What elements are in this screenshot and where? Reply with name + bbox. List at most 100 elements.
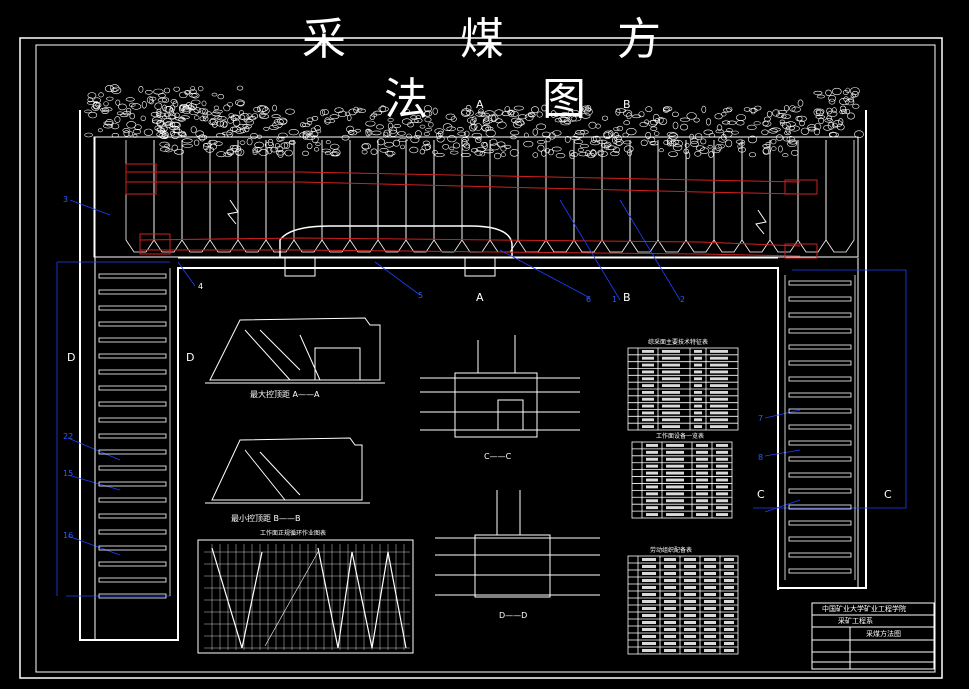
rock-fragment	[622, 109, 633, 117]
rock-fragment	[280, 142, 289, 149]
rock-fragment	[807, 126, 817, 132]
rock-fragment	[684, 142, 690, 148]
rock-fragment	[114, 116, 121, 123]
rock-fragment	[410, 136, 420, 144]
table-cell-text	[724, 649, 734, 652]
rock-fragment	[299, 122, 306, 128]
table-cell-text	[716, 513, 728, 516]
rock-fragment	[580, 112, 591, 119]
rock-fragment	[714, 113, 723, 120]
left-roadway-supports	[94, 268, 171, 599]
hydraulic-support	[405, 140, 435, 253]
rock-fragment	[330, 143, 340, 150]
rock-fragment	[590, 140, 601, 146]
table-cell-text	[666, 478, 684, 482]
rock-fragment	[222, 121, 228, 128]
rock-fragment	[272, 104, 277, 112]
rock-fragment	[715, 144, 722, 151]
section-cc-drawing	[420, 335, 580, 438]
section-mark-d-right: D	[186, 351, 195, 364]
rock-fragment	[258, 105, 269, 112]
table-cell-text	[662, 404, 680, 408]
rock-fragment	[536, 111, 543, 118]
table-cell-text	[646, 457, 658, 461]
rock-fragment	[824, 118, 833, 123]
label-section-dd: D——D	[499, 611, 528, 620]
rock-fragment	[548, 149, 554, 156]
table-cell-text	[684, 586, 696, 589]
leader-number: 5	[418, 291, 424, 300]
rock-fragment	[154, 102, 163, 110]
rock-fragment	[708, 151, 714, 158]
rock-fragment	[346, 125, 354, 133]
table-cell-text	[662, 391, 680, 394]
rock-fragment	[275, 143, 280, 149]
rock-fragment	[762, 120, 769, 127]
rock-fragment	[771, 146, 777, 151]
table-cell-text	[694, 418, 702, 422]
rock-fragment	[721, 120, 731, 125]
table-cell-text	[642, 586, 656, 589]
rock-fragment	[163, 87, 171, 94]
rock-fragment	[787, 140, 798, 148]
rock-fragment	[398, 138, 408, 143]
rock-fragment	[86, 101, 96, 105]
rock-fragment	[216, 120, 225, 127]
table-cell-text	[704, 565, 716, 568]
support-view-max	[205, 317, 385, 384]
rock-fragment	[181, 106, 192, 114]
rock-fragment	[672, 144, 683, 151]
rock-fragment	[668, 140, 677, 147]
table-cell-text	[642, 558, 656, 561]
rock-fragment	[182, 143, 193, 148]
rock-fragment	[346, 114, 352, 122]
rock-fragment	[302, 122, 311, 128]
table-cell-text	[642, 391, 654, 394]
label-max-height: 最大控顶距 A——A	[250, 390, 320, 399]
hydraulic-support	[629, 140, 659, 253]
rock-fragment	[289, 140, 296, 145]
table-cell-text	[724, 593, 734, 596]
break-marks	[227, 199, 767, 235]
rock-fragment	[623, 140, 632, 145]
table-cell-text	[646, 471, 658, 475]
hydraulic-support	[377, 140, 407, 253]
rock-fragment	[711, 147, 721, 154]
rock-fragment	[208, 139, 218, 145]
rock-fragment	[536, 123, 547, 130]
rock-fragment	[582, 107, 592, 113]
rock-fragment	[170, 121, 181, 129]
rock-fragment	[118, 103, 127, 111]
rock-fragment	[831, 107, 837, 114]
rock-fragment	[517, 114, 528, 120]
table-cell-text	[684, 572, 696, 575]
rock-fragment	[361, 143, 371, 150]
rock-fragment	[324, 151, 331, 156]
rock-fragment	[816, 94, 826, 99]
rock-fragment	[414, 118, 423, 124]
rock-fragment	[610, 151, 620, 157]
rock-fragment	[761, 129, 769, 136]
rock-fragment	[782, 153, 789, 158]
table-tech	[627, 347, 739, 431]
hydraulic-support	[825, 140, 855, 253]
rock-fragment	[839, 97, 850, 106]
rock-fragment	[371, 112, 378, 118]
leader-number: 1	[612, 295, 618, 304]
table-cell-text	[724, 558, 734, 561]
rock-fragment	[164, 143, 171, 148]
rock-fragment	[670, 139, 680, 145]
rock-fragment	[348, 129, 355, 135]
rock-fragment	[202, 115, 209, 122]
rock-fragment	[404, 109, 410, 114]
rock-fragment	[523, 140, 534, 148]
rock-fragment	[497, 121, 507, 129]
rock-fragment	[159, 129, 167, 135]
rock-fragment	[434, 128, 444, 134]
table-cell-text	[666, 450, 684, 454]
rock-fragment	[268, 124, 279, 130]
table-cell-text	[724, 572, 734, 575]
table-cell-text	[704, 628, 716, 631]
table-cell-text	[666, 513, 684, 516]
rock-fragment	[330, 151, 340, 157]
